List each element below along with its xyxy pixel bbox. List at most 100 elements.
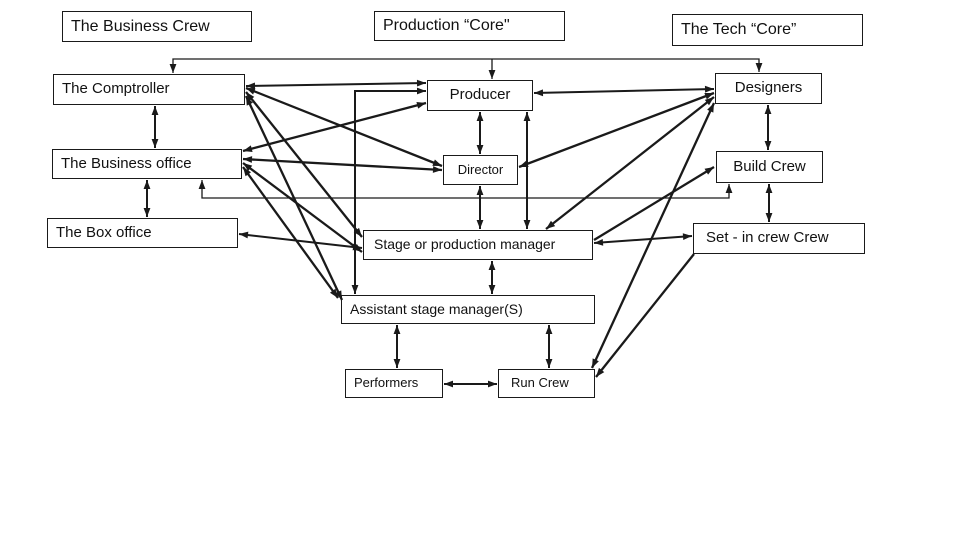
arrowhead-producer-director-start xyxy=(476,112,484,121)
node-stage-manager: Stage or production manager xyxy=(363,230,593,260)
arrowhead-business-office-producer-end xyxy=(416,101,426,109)
edge-comptroller-director xyxy=(245,86,443,168)
arrowhead-build-crew-set-in-crew-end xyxy=(765,213,773,222)
node-business-crew: The Business Crew xyxy=(62,11,252,42)
arrowhead-comptroller-stage-manager-end xyxy=(353,227,362,237)
arrowhead-designers-stage-manager-end xyxy=(546,220,556,229)
node-label: The Comptroller xyxy=(62,80,170,98)
edge-business-office-asm xyxy=(242,166,339,299)
arrowhead-comptroller-producer-end xyxy=(416,79,426,87)
node-box-office: The Box office xyxy=(47,218,238,248)
edge-set-in-crew-run-crew xyxy=(595,253,695,378)
arrowhead-designers-director-end xyxy=(519,160,529,167)
arrowhead-asm-performers-start xyxy=(393,325,401,334)
node-label: Producer xyxy=(449,86,511,104)
arrowhead-designers-build-crew-end xyxy=(764,141,772,150)
edge-business-office-stage-manager xyxy=(242,162,363,253)
edge-comptroller-asm xyxy=(244,95,344,301)
node-asm: Assistant stage manager(S) xyxy=(341,295,595,324)
node-producer: Producer xyxy=(427,80,533,111)
node-designers: Designers xyxy=(715,73,822,104)
node-label: The Box office xyxy=(56,223,152,241)
node-label: The Business office xyxy=(61,154,192,172)
edge-producer-designers xyxy=(533,88,715,94)
arrowhead-designers-build-crew-start xyxy=(764,105,772,114)
node-business-office: The Business office xyxy=(52,149,242,179)
edge-comptroller-producer xyxy=(245,82,427,87)
edge-stage-manager-set-in-crew xyxy=(593,235,693,244)
arrowhead-business-office-stage-manager-end xyxy=(352,243,362,252)
arrowhead-business-office-director-start xyxy=(243,156,253,163)
edge-designers-stage-manager xyxy=(545,96,715,230)
node-build-crew: Build Crew xyxy=(716,151,823,183)
arrowhead-stage-manager-asm-start xyxy=(488,261,496,270)
node-set-in-crew: Set - in crew Crew xyxy=(693,223,865,254)
arrowhead-header-line-comptroller-designers-end xyxy=(755,63,763,72)
arrowhead-business-office-build-crew-end xyxy=(725,184,733,193)
arrowhead-asm-producer-start xyxy=(351,285,359,294)
arrowhead-comptroller-producer-start xyxy=(246,82,256,90)
arrowhead-designers-run-crew-end xyxy=(592,358,599,368)
arrowhead-comptroller-stage-manager-start xyxy=(246,92,255,102)
arrowhead-producer-designers-end xyxy=(704,85,714,93)
node-label: The Tech “Core” xyxy=(681,21,797,39)
node-comptroller: The Comptroller xyxy=(53,74,245,105)
arrowhead-asm-performers-end xyxy=(393,359,401,368)
node-tech-core: The Tech “Core” xyxy=(672,14,863,46)
node-label: Director xyxy=(457,161,504,177)
node-label: Set - in crew Crew xyxy=(706,229,829,247)
node-production-core: Production “Core" xyxy=(374,11,565,41)
node-label: Performers xyxy=(354,375,419,391)
node-label: Assistant stage manager(S) xyxy=(350,300,523,317)
edge-designers-director xyxy=(518,91,715,169)
arrowhead-performers-run-crew-start xyxy=(444,380,453,388)
arrowhead-comptroller-director-start xyxy=(246,88,256,95)
arrowhead-asm-run-crew-end xyxy=(545,359,553,368)
arrowhead-designers-stage-manager-start xyxy=(704,97,714,106)
arrowhead-business-office-asm-start xyxy=(243,167,252,177)
arrowhead-comptroller-business-office-start xyxy=(151,106,159,115)
arrowhead-asm-run-crew-start xyxy=(545,325,553,334)
arrowhead-director-stage-manager-start xyxy=(476,186,484,195)
node-label: The Business Crew xyxy=(71,17,210,35)
arrowhead-header-line-comptroller-designers-start xyxy=(169,64,177,73)
node-label: Build Crew xyxy=(733,157,806,175)
edge-box-office-stage-manager xyxy=(238,233,363,249)
arrowhead-producer-stage-manager-start xyxy=(523,112,531,121)
arrowhead-business-office-box-office-start xyxy=(143,180,151,189)
node-label: Designers xyxy=(734,79,803,97)
arrowhead-stage-manager-set-in-crew-start xyxy=(594,238,604,246)
node-run-crew: Run Crew xyxy=(498,369,595,398)
arrowhead-stage-manager-asm-end xyxy=(488,285,496,294)
node-label: Run Crew xyxy=(511,375,569,391)
arrowhead-designers-director-start xyxy=(704,93,714,100)
arrowhead-business-office-build-crew-start xyxy=(198,180,206,189)
arrowhead-performers-run-crew-end xyxy=(488,380,497,388)
arrowhead-producer-director-end xyxy=(476,145,484,154)
arrowhead-business-office-producer-start xyxy=(243,145,253,153)
arrowhead-stage-manager-set-in-crew-end xyxy=(682,233,692,241)
arrowhead-asm-producer-end xyxy=(417,87,426,95)
edge-header-line-comptroller-designers xyxy=(172,58,760,73)
arrowhead-producer-stage-manager-end xyxy=(523,220,531,229)
edge-business-office-producer xyxy=(242,101,427,153)
node-director: Director xyxy=(443,155,518,185)
arrowhead-designers-run-crew-start xyxy=(707,103,714,113)
arrowhead-header-line-producer-end xyxy=(488,70,496,79)
arrowhead-box-office-stage-manager-end xyxy=(352,243,362,251)
arrowhead-stage-manager-build-crew-end xyxy=(704,167,714,175)
node-label: Production “Core" xyxy=(383,17,510,35)
node-label: Stage or production manager xyxy=(374,236,556,253)
arrowhead-comptroller-business-office-end xyxy=(151,139,159,148)
arrowhead-business-office-director-end xyxy=(432,166,442,173)
edge-business-office-director xyxy=(242,157,443,172)
arrowhead-director-stage-manager-end xyxy=(476,220,484,229)
node-performers: Performers xyxy=(345,369,443,398)
arrowhead-box-office-stage-manager-start xyxy=(239,231,249,239)
edge-asm-producer xyxy=(354,90,426,294)
arrowhead-comptroller-director-end xyxy=(432,159,442,166)
edge-comptroller-stage-manager xyxy=(245,91,363,238)
arrowhead-set-in-crew-run-crew-end xyxy=(596,367,605,377)
arrowhead-comptroller-asm-start xyxy=(246,96,253,106)
